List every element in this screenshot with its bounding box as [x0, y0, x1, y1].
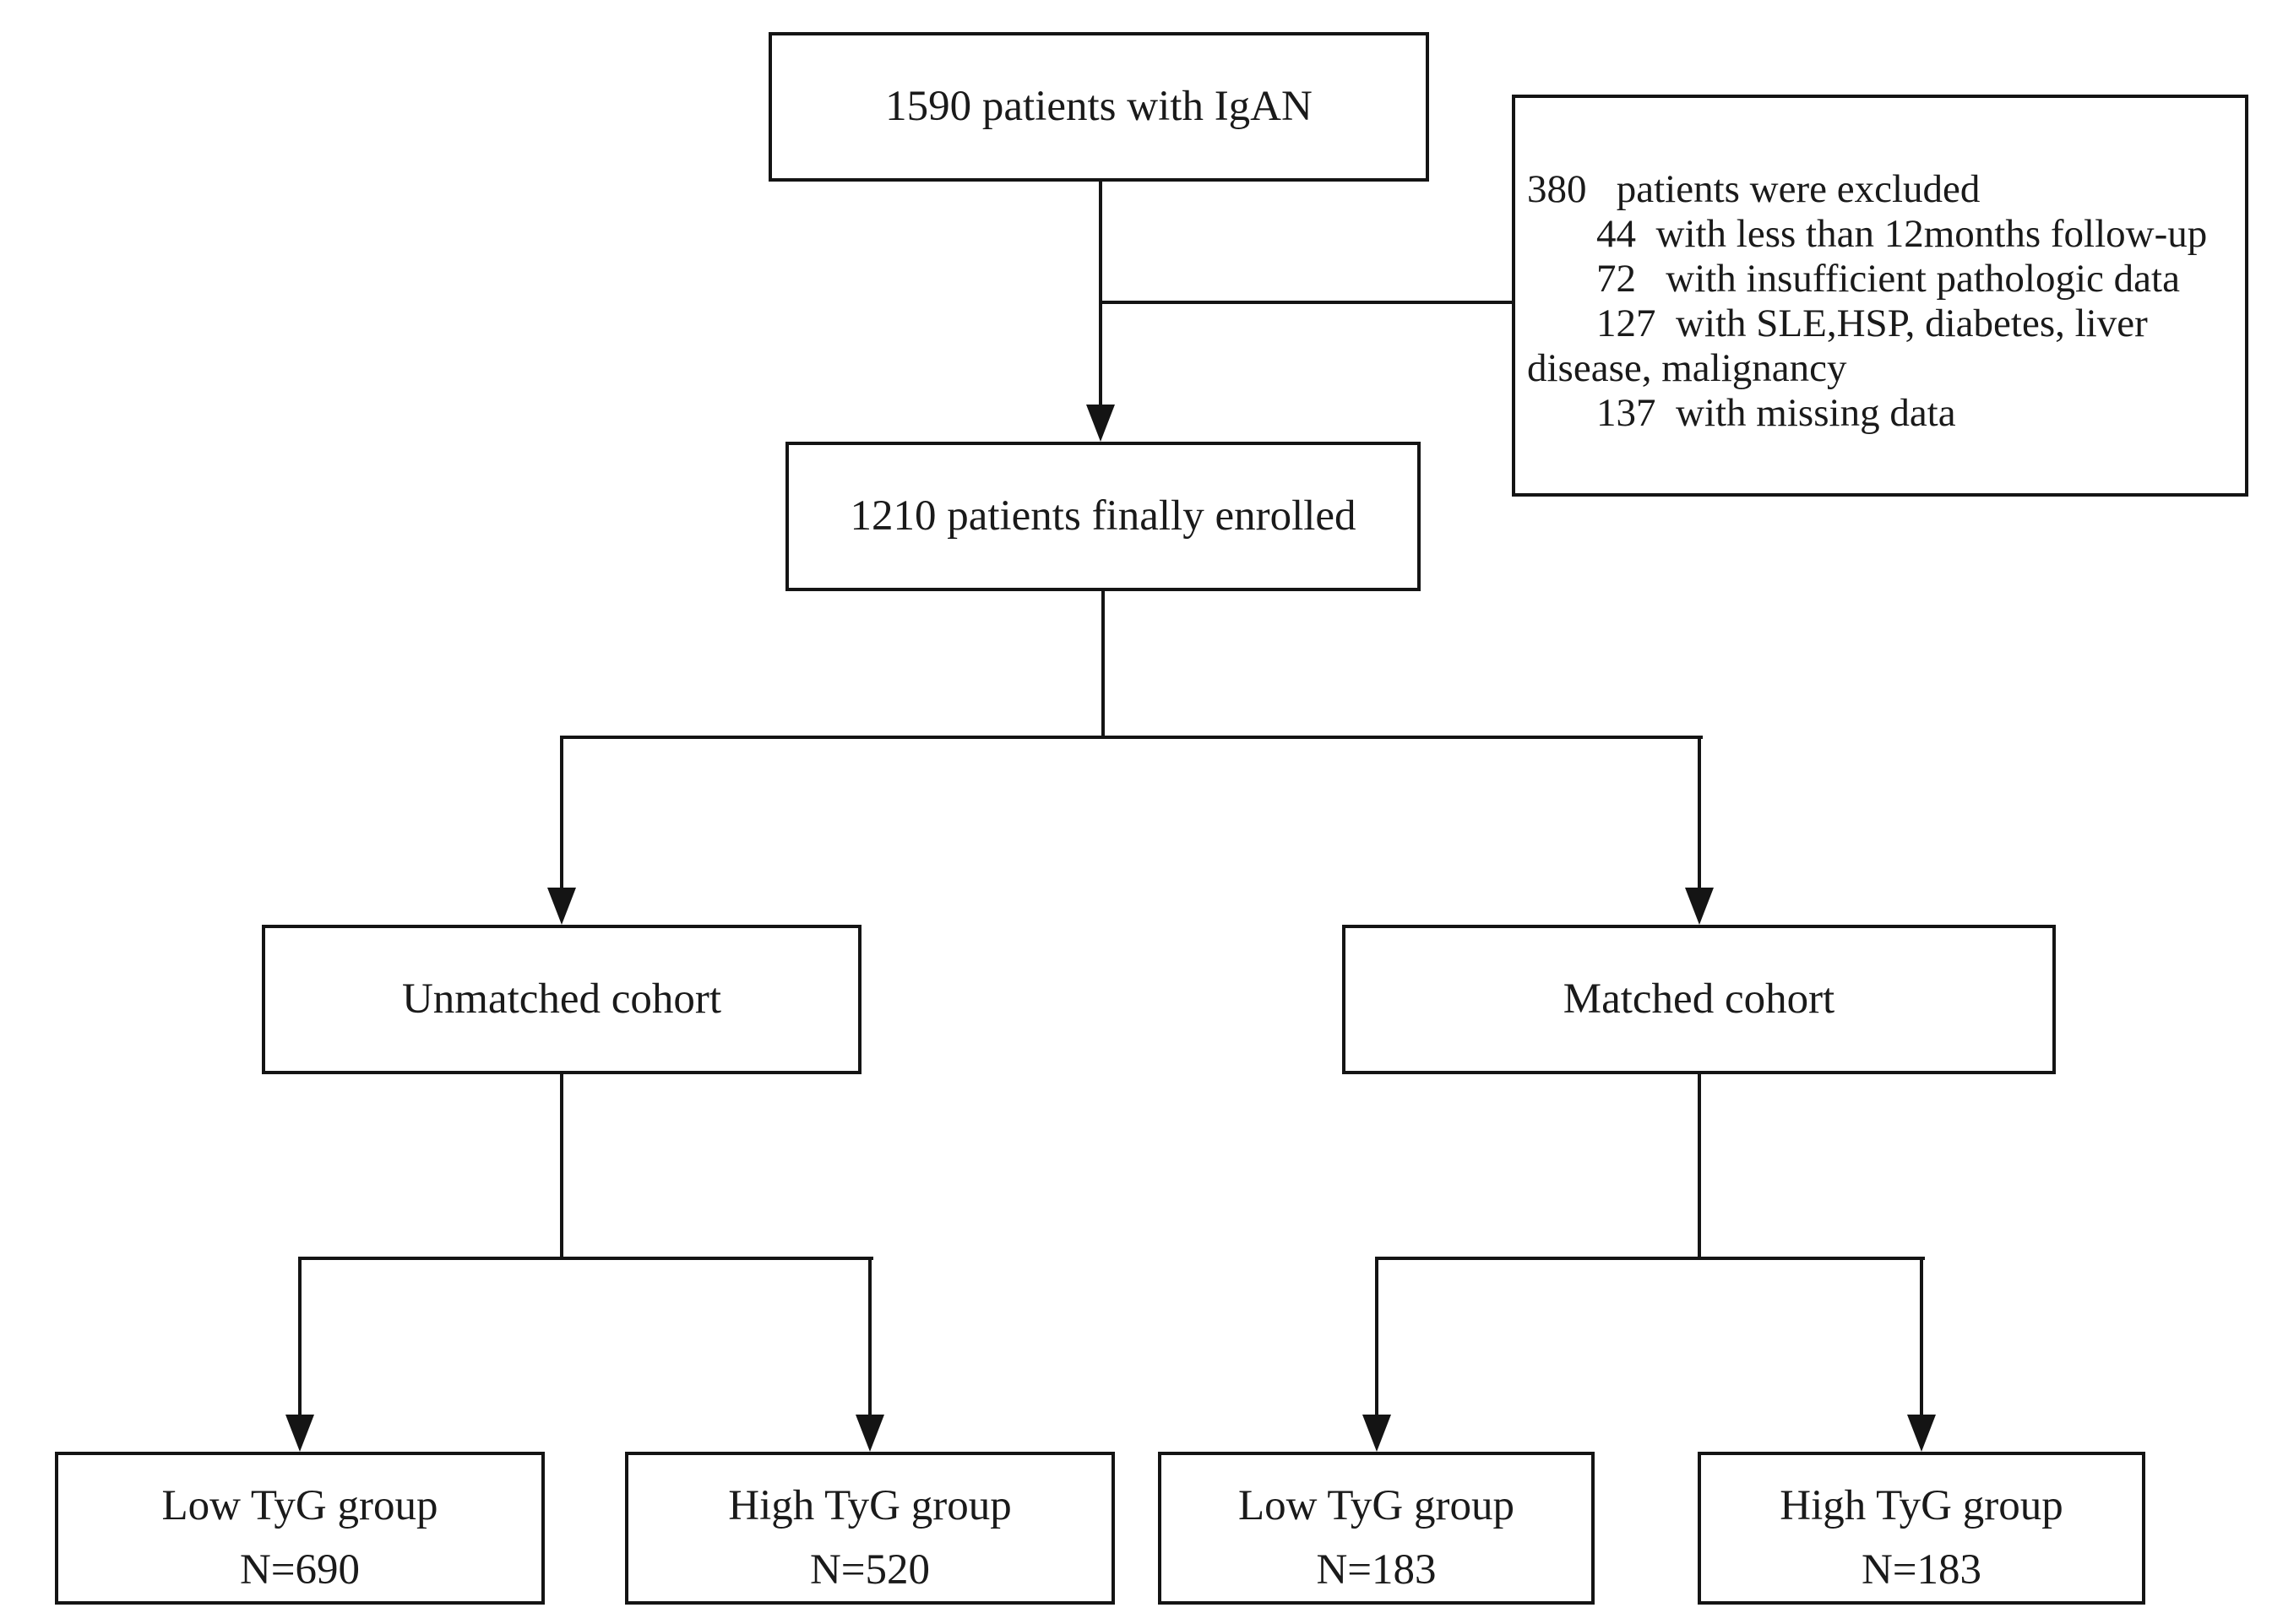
low-tyg-unmatched-count: N=690	[239, 1546, 361, 1594]
low-tyg-matched-label: Low TyG group	[1238, 1482, 1514, 1529]
high-tyg-unmatched-count: N=520	[809, 1546, 931, 1594]
exclusion-line-comorbidity-wrap: disease, malignancy	[1527, 346, 1847, 390]
high-tyg-matched-count: N=183	[1861, 1546, 1982, 1594]
box-high-tyg-matched: High TyG group N=183	[1698, 1452, 2145, 1605]
box-low-tyg-unmatched: Low TyG group N=690	[55, 1452, 545, 1605]
box-total-patients: 1590 patients with IgAN	[769, 32, 1429, 182]
box-matched-cohort: Matched cohort	[1342, 925, 2056, 1074]
connector-top-to-enrolled	[1099, 182, 1102, 410]
exclusion-line-total: 380 patients were excluded	[1527, 167, 1981, 211]
connector-to-matched	[1698, 736, 1701, 891]
connector-unmatched-down	[560, 1074, 563, 1260]
connector-cohort-split	[560, 736, 1703, 739]
arrow-into-enrolled	[1086, 405, 1115, 442]
connector-branch-to-exclusions	[1099, 301, 1512, 304]
arrow-into-matched	[1685, 888, 1714, 925]
arrow-into-unmatched-high	[856, 1415, 884, 1452]
connector-unmatched-split	[298, 1257, 873, 1260]
enrolled-label: 1210 patients finally enrolled	[850, 492, 1356, 540]
arrow-into-matched-low	[1362, 1415, 1391, 1452]
high-tyg-matched-label: High TyG group	[1780, 1482, 2063, 1529]
box-low-tyg-matched: Low TyG group N=183	[1158, 1452, 1595, 1605]
connector-matched-split	[1375, 1257, 1925, 1260]
connector-matched-down	[1698, 1074, 1701, 1260]
arrow-into-unmatched-low	[285, 1415, 314, 1452]
high-tyg-unmatched-label: High TyG group	[728, 1482, 1012, 1529]
connector-to-unmatched-low	[298, 1257, 302, 1418]
unmatched-cohort-label: Unmatched cohort	[401, 975, 722, 1023]
exclusion-line-comorbidity: 127 with SLE,HSP, diabetes, liver	[1596, 301, 2148, 345]
matched-cohort-label: Matched cohort	[1563, 975, 1835, 1023]
connector-to-unmatched	[560, 736, 563, 891]
connector-to-unmatched-high	[868, 1257, 872, 1418]
exclusion-line-pathologic: 72 with insufficient pathologic data	[1596, 257, 2180, 301]
connector-to-matched-high	[1920, 1257, 1923, 1418]
arrow-into-matched-high	[1907, 1415, 1936, 1452]
total-patients-label: 1590 patients with IgAN	[885, 83, 1313, 130]
box-exclusions: 380 patients were excluded 44 with less …	[1512, 95, 2248, 497]
arrow-into-unmatched	[547, 888, 576, 925]
box-enrolled: 1210 patients finally enrolled	[785, 442, 1421, 591]
low-tyg-unmatched-label: Low TyG group	[161, 1482, 438, 1529]
connector-enrolled-down	[1101, 591, 1105, 739]
box-unmatched-cohort: Unmatched cohort	[262, 925, 862, 1074]
exclusion-line-missing-data: 137 with missing data	[1596, 391, 1956, 435]
low-tyg-matched-count: N=183	[1316, 1546, 1437, 1594]
connector-to-matched-low	[1375, 1257, 1378, 1418]
exclusion-line-followup: 44 with less than 12months follow-up	[1596, 212, 2208, 256]
box-high-tyg-unmatched: High TyG group N=520	[625, 1452, 1115, 1605]
